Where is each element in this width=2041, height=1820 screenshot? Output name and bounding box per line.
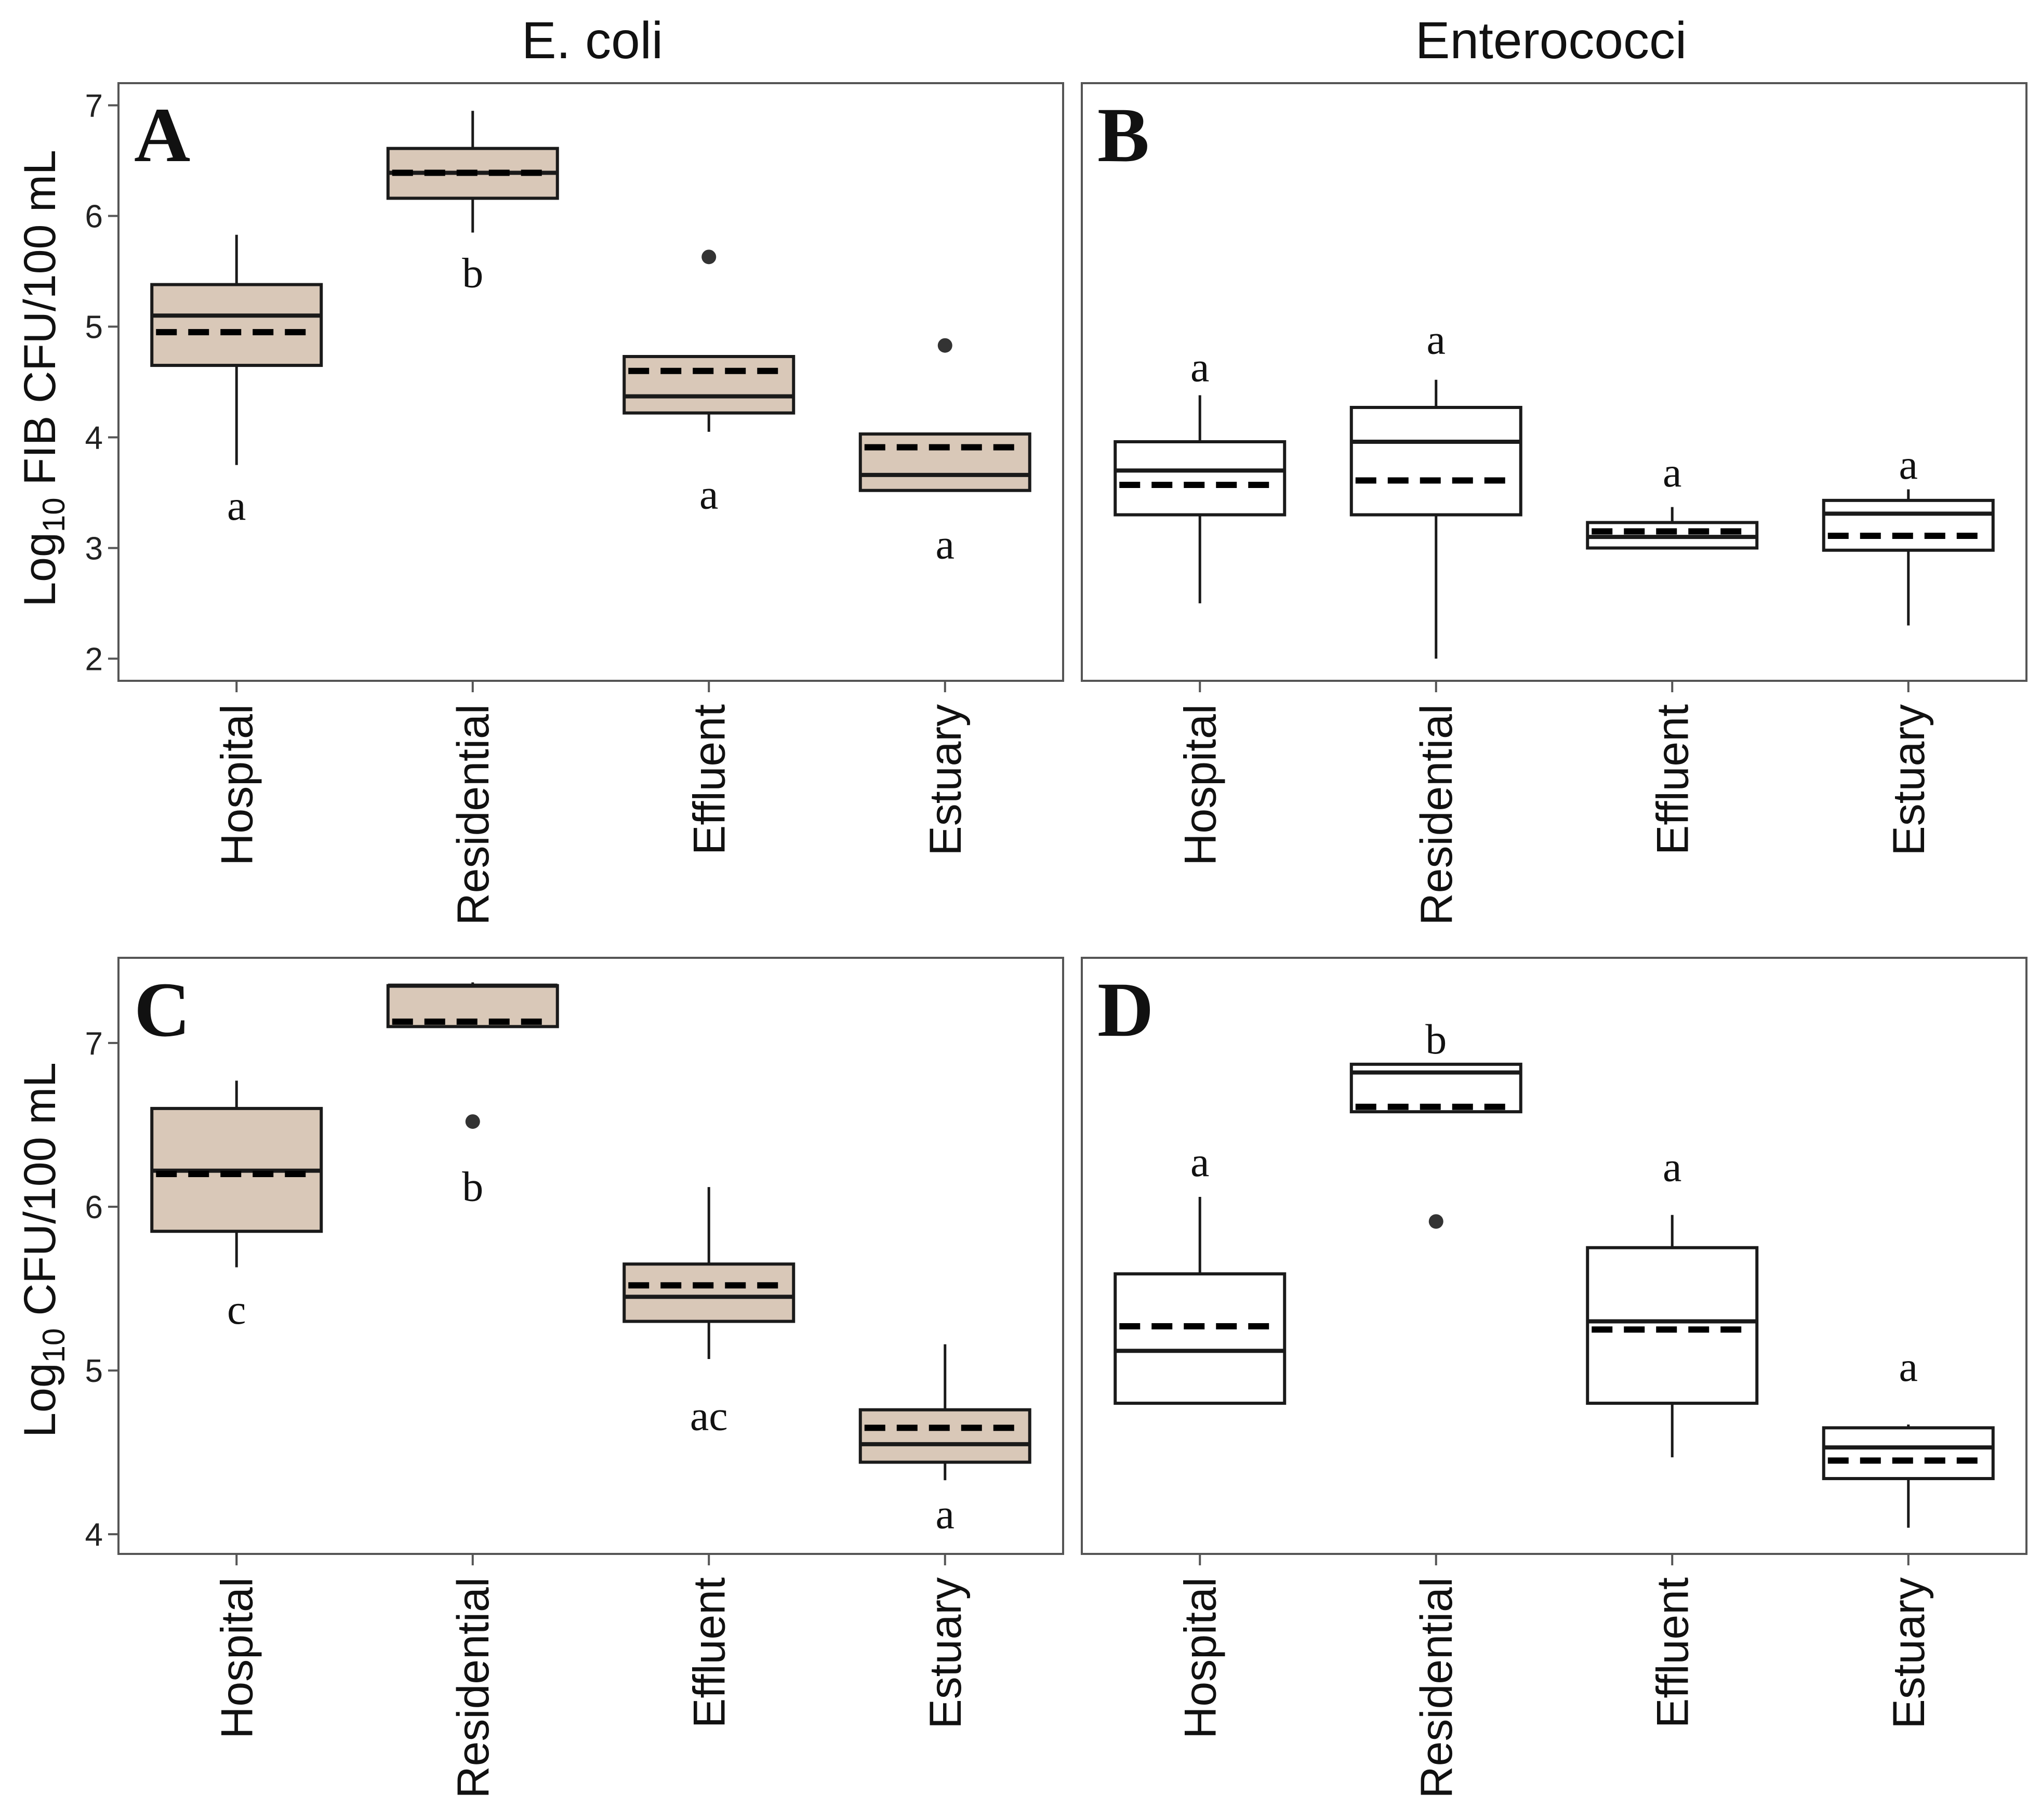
y-axis-title-bottom-sub: 10 xyxy=(36,1328,71,1363)
significance-letter: a xyxy=(227,482,246,529)
box-iqr xyxy=(858,1408,1031,1464)
y-tick-label: 3 xyxy=(85,531,103,566)
panel-label: A xyxy=(134,92,190,178)
significance-letter: b xyxy=(462,1163,483,1210)
y-tick-label: 5 xyxy=(85,310,103,346)
significance-letter: a xyxy=(1663,1143,1681,1191)
x-tick-label: Hospital xyxy=(212,1577,262,1739)
outlier-point xyxy=(465,1114,480,1129)
column-title-ecoli: E. coli xyxy=(522,11,663,70)
box-iqr xyxy=(858,432,1031,492)
x-tick-label: Effluent xyxy=(1648,1577,1698,1728)
box-iqr xyxy=(622,355,796,415)
x-tick-label: Residential xyxy=(448,704,498,925)
significance-letter: a xyxy=(936,520,955,568)
x-tick-label: Residential xyxy=(1412,1577,1462,1798)
box-iqr xyxy=(1114,1272,1287,1405)
panel-label: D xyxy=(1097,967,1154,1053)
y-axis-title-bottom: Log10 CFU/100 mL xyxy=(15,1062,71,1437)
y-axis-title-top-sub: 10 xyxy=(36,497,71,532)
y-tick-label: 4 xyxy=(85,420,103,456)
column-title-enterococci: Enterococci xyxy=(1415,11,1687,70)
panel-frame xyxy=(117,82,1064,682)
x-tick-label: Effluent xyxy=(684,1577,734,1728)
y-tick-label: 6 xyxy=(85,199,103,235)
box-iqr xyxy=(622,1262,796,1323)
significance-letter: ac xyxy=(690,1392,728,1440)
y-tick-label: 4 xyxy=(85,1517,103,1553)
box-iqr xyxy=(1822,498,1995,552)
y-axis-title-bottom-prefix: Log xyxy=(15,1363,65,1437)
x-tick-label: Effluent xyxy=(684,704,734,855)
outlier-point xyxy=(937,338,952,353)
significance-letter: a xyxy=(1899,1343,1918,1390)
panel-frame xyxy=(1081,957,2027,1555)
y-tick-label: 7 xyxy=(85,88,103,124)
significance-letter: b xyxy=(462,249,483,297)
y-axis-title-bottom-suffix: CFU/100 mL xyxy=(15,1062,65,1328)
x-tick-label: Hospital xyxy=(1175,1577,1225,1739)
significance-letter: a xyxy=(1190,344,1209,391)
x-tick-label: Estuary xyxy=(1884,1577,1934,1729)
x-tick-label: Residential xyxy=(1412,704,1462,925)
significance-letter: c xyxy=(227,1286,246,1333)
significance-letter: b xyxy=(1425,1015,1447,1063)
box-iqr xyxy=(1822,1426,1995,1481)
outlier-point xyxy=(701,249,717,265)
y-tick-label: 7 xyxy=(85,1026,103,1062)
box-iqr xyxy=(1349,405,1522,517)
x-tick-label: Estuary xyxy=(921,704,971,856)
significance-letter: a xyxy=(936,1491,955,1538)
significance-letter: a xyxy=(1663,449,1681,496)
box-iqr xyxy=(150,283,323,367)
x-tick-label: Residential xyxy=(448,1577,498,1798)
y-tick-label: 5 xyxy=(85,1353,103,1389)
y-axis-title-top: Log10 FIB CFU/100 mL xyxy=(15,150,71,606)
outlier-point xyxy=(1428,1214,1443,1229)
panel-label: B xyxy=(1097,92,1149,178)
panel-frame xyxy=(117,957,1064,1555)
significance-letter: a xyxy=(699,471,718,518)
y-tick-label: 2 xyxy=(85,641,103,677)
panel-frame xyxy=(1081,82,2027,682)
x-tick-label: Estuary xyxy=(921,1577,971,1729)
panel-label: C xyxy=(134,967,190,1053)
x-tick-label: Effluent xyxy=(1648,704,1698,855)
y-axis-title-top-suffix: FIB CFU/100 mL xyxy=(15,150,65,497)
y-axis-title-top-prefix: Log xyxy=(15,532,65,607)
significance-letter: a xyxy=(1899,441,1918,488)
x-tick-label: Estuary xyxy=(1884,704,1934,856)
significance-letter: a xyxy=(1427,315,1446,363)
box-iqr xyxy=(1586,1246,1759,1405)
significance-letter: a xyxy=(1190,1138,1209,1185)
y-tick-label: 6 xyxy=(85,1190,103,1225)
x-tick-label: Hospital xyxy=(212,704,262,866)
box-iqr xyxy=(1114,440,1287,517)
x-tick-label: Hospital xyxy=(1175,704,1225,866)
